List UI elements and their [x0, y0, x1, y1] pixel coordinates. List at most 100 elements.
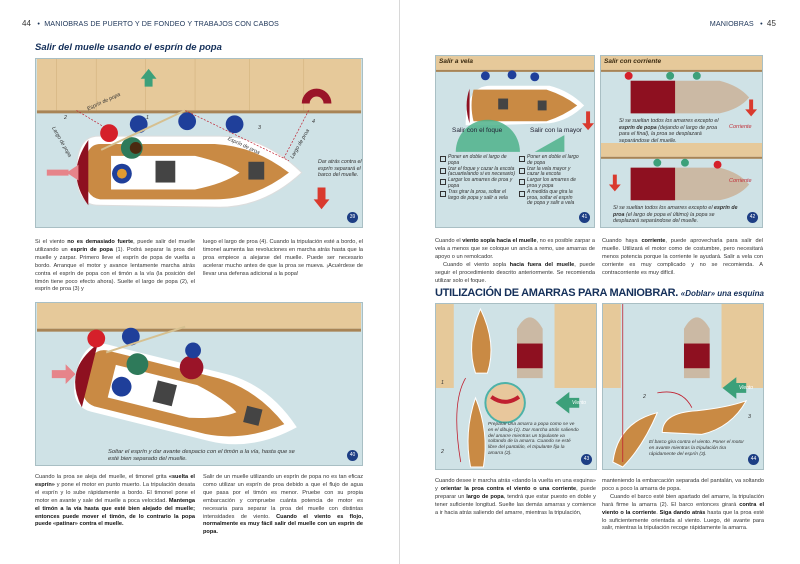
body-text-col: Cuando la proa se aleja del muelle, el t… [35, 474, 195, 529]
text-run: Cuando el barco esté bien apartado del a… [602, 493, 764, 508]
text-run: Cuando la proa se aleja del muelle, el t… [35, 474, 169, 480]
paragraph: Si el viento no es demasiado fuerte, pue… [35, 239, 195, 294]
figure-caption: Preparar una amarra a popa como se ve en… [488, 422, 579, 456]
checklist-item: Largar los amarres de proa y popa [440, 177, 516, 190]
mark-1: 1 [146, 115, 149, 121]
body-text-col: Cuando haya corriente, puede aprovecharl… [602, 238, 763, 278]
figure-caption: Dar atrás contra el esprín separará el b… [318, 159, 362, 179]
text-run: Si se sueltan todos los amarres excepto … [613, 205, 714, 211]
bold-text: esprín de proa [613, 205, 738, 218]
text-run: luego el largo de proa (4). Cuando la tr… [203, 239, 363, 277]
figure-42: Salir con corriente Si se sueltan todos … [600, 55, 763, 228]
bold-text: Cuando el viento es flojo, normalmente e… [203, 513, 363, 536]
figure-caption: Soltar el esprín y dar avante despacio c… [108, 449, 295, 462]
label-viento: Viento [572, 400, 587, 406]
checklist-mayor: Poner en doble el largo de popa Izar la … [519, 154, 579, 207]
figure-title: Salir con corriente [604, 58, 662, 65]
text-run: , puede salir del muelle utilizando un [35, 239, 196, 253]
bold-text: corriente [641, 238, 666, 244]
mark-3: 3 [258, 125, 261, 131]
body-text-col: Cuando desee ir marcha atrás «dando la v… [435, 478, 596, 518]
subtitle-foque: Salir con el foque [452, 127, 503, 134]
figure-number: 42 [747, 212, 758, 223]
figure-number: 44 [748, 454, 759, 465]
mark-2: 2 [643, 394, 646, 400]
mark-4: 4 [312, 119, 315, 125]
bold-text: no es demasiado fuerte [67, 239, 134, 245]
text-run: (1). Podrá separar la proa del muelle y … [35, 246, 196, 293]
text-run: , tendrá que estar puesto en doble y ten… [435, 493, 596, 516]
bold-text: viento sopla hacia el muelle [462, 238, 537, 244]
figure-caption: Si se sueltan todos los amarres excepto … [619, 118, 719, 144]
section-title: Salir del muelle usando el esprín de pop… [35, 42, 222, 53]
running-head: MANIOBRAS DE PUERTO Y DE FONDEO Y TRABAJ… [44, 19, 279, 28]
bold-text: esprín de popa [619, 124, 657, 131]
bold-text: «suelta el esprín» [35, 474, 195, 488]
running-header-left: 44 • MANIOBRAS DE PUERTO Y DE FONDEO Y T… [22, 19, 279, 28]
text-run: , puede preparar un [435, 485, 596, 500]
figure-number: 40 [347, 450, 358, 461]
paragraph: Cuando el viento sopla hacia el muelle, … [435, 238, 595, 262]
figure-39: Esprín de popa Largo de popa Esprín de p… [35, 58, 363, 228]
current-diagram [601, 56, 762, 201]
checklist-foque: Poner en doble el largo de popa Izar el … [440, 154, 516, 202]
bold-text: hacia fuera del muelle [509, 261, 575, 268]
text-run: , no es posible zarpar a vela a menos qu… [435, 238, 595, 260]
text-run: Si el viento [35, 239, 68, 245]
figure-caption: Si se sueltan todos los amarres excepto … [613, 205, 741, 225]
checklist-item: Izar la vela mayor y cazar la escota [519, 166, 579, 179]
mark-2: 2 [64, 115, 67, 121]
boat-diagram [37, 303, 361, 445]
text-run: . [656, 509, 660, 516]
paragraph: Cuando el barco esté bien apartado del a… [602, 494, 764, 534]
figure-caption: El barco gira contra el viento. Poner el… [649, 440, 744, 457]
right-page: MANIOBRAS • 45 Salir a vela Salir con el… [400, 0, 800, 564]
checklist-item: Largar los amarres de proa y popa [519, 177, 579, 190]
text-run: (el largo de popa el último) la popa se … [613, 211, 715, 225]
bold-text: Siga dando atrás [659, 509, 706, 516]
text-run: Cuando el [435, 238, 463, 244]
text-run: , puede aprovecharla para salir del muel… [602, 238, 763, 276]
paragraph: Cuando desee ir marcha atrás «dando la v… [435, 478, 596, 518]
bold-text: orientar la proa contra el viento o una … [440, 485, 577, 492]
body-text-col: manteniendo la embarcación separada del … [602, 478, 764, 533]
figure-41: Salir a vela Salir con el foque Salir co… [435, 55, 595, 228]
checklist-item: Poner en doble el largo de popa [440, 154, 516, 167]
figure-title: Salir a vela [439, 58, 473, 65]
figure-40: Soltar el esprín y dar avante despacio c… [35, 302, 363, 466]
body-text-col: Salir de un muelle utilizando un esprín … [203, 474, 363, 537]
page-number: 45 [766, 19, 776, 28]
label-corriente: Corriente [729, 178, 752, 184]
mark-1: 1 [441, 380, 444, 386]
body-text-col: Si el viento no es demasiado fuerte, pue… [35, 239, 195, 294]
text-run: hasta que la proa esté lo suficientement… [602, 509, 765, 532]
bold-text: contra el viento o la corriente [602, 501, 764, 516]
amarra-diagram [436, 304, 596, 468]
page-number: 44 [22, 19, 32, 28]
text-run: Cuando el viento sopla [443, 261, 510, 268]
paragraph: Cuando el viento sopla hacia fuera del m… [435, 262, 595, 286]
checklist-item: Poner en doble el largo de popa [519, 154, 579, 167]
text-run: y pone el motor en punto muerto. La trip… [35, 481, 195, 504]
checklist-item: Tras girar la proa, soltar el largo de p… [440, 189, 516, 202]
text-run: , puede seguir el procedimiento descrito… [435, 261, 595, 284]
paragraph: luego el largo de proa (4). Cuando la tr… [203, 239, 363, 279]
text-run: Cuando desee ir marcha atrás «dando la v… [435, 478, 596, 492]
text-run: Cuando haya [602, 238, 642, 244]
figure-44: Viento 2 3 El barco gira contra el vient… [602, 303, 764, 470]
paragraph: Salir de un muelle utilizando un esprín … [203, 474, 363, 537]
bold-text: Mantenga el timón a la vía hasta que est… [35, 497, 195, 528]
paragraph: Cuando la proa se aleja del muelle, el t… [35, 474, 195, 529]
text-run: (dejando el largo de proa para el final)… [619, 124, 718, 144]
checklist-item: Izar el foque y cazar la escota (acuarte… [440, 166, 516, 179]
figure-number: 39 [347, 212, 358, 223]
figure-number: 43 [581, 454, 592, 465]
section-heading: UTILIZACIÓN DE AMARRAS PARA MANIOBRAR. «… [435, 287, 764, 299]
text-run: manteniendo la embarcación separada del … [602, 478, 764, 492]
mark-3: 3 [748, 414, 751, 420]
sailing-diagram [436, 56, 594, 152]
heading-sub: «Doblar» una esquina [680, 289, 764, 298]
label-viento: Viento [739, 385, 754, 391]
checklist-item: A medida que gira la proa, soltar el esp… [519, 189, 579, 207]
bold-text: largo de popa [466, 493, 504, 500]
